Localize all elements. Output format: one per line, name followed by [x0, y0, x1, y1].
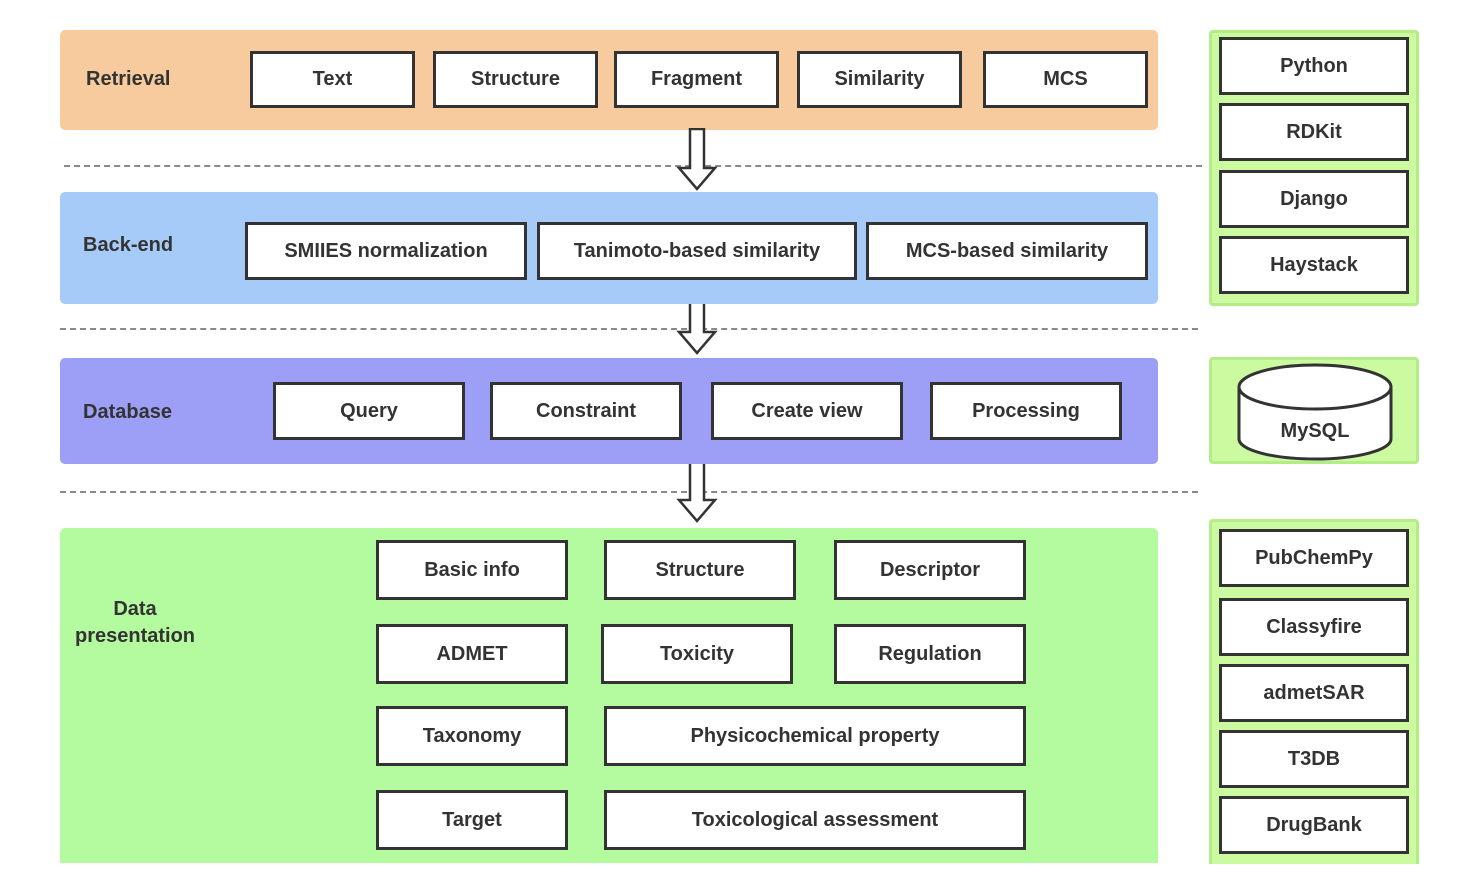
mcs-similarity-box: MCS-based similarity [866, 222, 1148, 280]
descriptor-box: Descriptor [834, 540, 1026, 600]
classyfire-box: Classyfire [1219, 598, 1409, 656]
python-box: Python [1219, 37, 1409, 95]
separator-line-3 [60, 491, 1198, 493]
basic-info-box: Basic info [376, 540, 568, 600]
retrieval-text-box: Text [250, 51, 415, 108]
database-cylinder-icon [1237, 363, 1393, 461]
create-view-box: Create view [711, 382, 903, 440]
target-box: Target [376, 790, 568, 850]
retrieval-similarity-box: Similarity [797, 51, 962, 108]
drugbank-box: DrugBank [1219, 796, 1409, 854]
taxonomy-box: Taxonomy [376, 706, 568, 766]
processing-box: Processing [930, 382, 1122, 440]
retrieval-layer [60, 30, 1158, 130]
rdkit-box: RDKit [1219, 103, 1409, 161]
mysql-label: MySQL [1280, 420, 1350, 442]
query-box: Query [273, 382, 465, 440]
tanimoto-similarity-box: Tanimoto-based similarity [537, 222, 857, 280]
presentation-label-line1: Data [113, 598, 157, 620]
smiles-normalization-box: SMIIES normalization [245, 222, 527, 280]
separator-line-2 [60, 328, 1198, 330]
physicochemical-property-box: Physicochemical property [604, 706, 1026, 766]
presentation-label-line2: presentation [74, 625, 196, 647]
down-arrow-icon [676, 460, 718, 523]
django-box: Django [1219, 170, 1409, 228]
retrieval-fragment-box: Fragment [614, 51, 779, 108]
retrieval-label: Retrieval [86, 68, 171, 90]
admetsar-box: admetSAR [1219, 664, 1409, 722]
regulation-box: Regulation [834, 624, 1026, 684]
admet-box: ADMET [376, 624, 568, 684]
retrieval-structure-box: Structure [433, 51, 598, 108]
retrieval-mcs-box: MCS [983, 51, 1148, 108]
toxicity-box: Toxicity [601, 624, 793, 684]
constraint-box: Constraint [490, 382, 682, 440]
database-label: Database [83, 401, 172, 423]
toxicological-assessment-box: Toxicological assessment [604, 790, 1026, 850]
down-arrow-icon [676, 128, 718, 191]
t3db-box: T3DB [1219, 730, 1409, 788]
pubchempy-box: PubChemPy [1219, 529, 1409, 587]
haystack-box: Haystack [1219, 236, 1409, 294]
backend-label: Back-end [83, 234, 174, 256]
presentation-label: Data presentation [55, 596, 215, 650]
separator-line-1 [64, 165, 1202, 167]
structure-box: Structure [604, 540, 796, 600]
